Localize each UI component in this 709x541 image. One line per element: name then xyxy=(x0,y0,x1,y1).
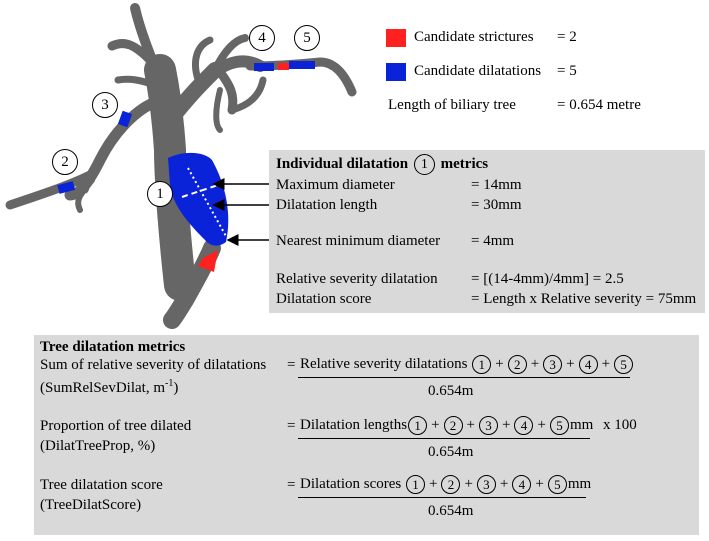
legend-dilatations-label: Candidate dilatations xyxy=(414,63,542,79)
relative-severity-value: = [(14-4mm)/4mm] = 2.5 xyxy=(471,271,624,287)
plus: + xyxy=(566,355,575,372)
tree-label-5: 5 xyxy=(294,25,320,51)
sumrelsev-equals: = xyxy=(287,357,296,373)
dilatation-score-label: Dilatation score xyxy=(276,291,372,307)
plus: + xyxy=(431,416,440,433)
sumrelsev-numerator: Relative severity dilatations 1+2+3+4+5 xyxy=(300,355,634,374)
legend-strictures-value: = 2 xyxy=(557,29,577,45)
dilattreeprop-multiplier: x 100 xyxy=(603,416,637,433)
treedilatscore-numerator-text: Dilatation scores xyxy=(300,475,402,492)
individual-title-num: 1 xyxy=(413,154,435,175)
dilattreeprop-num-5: 5 xyxy=(549,416,569,435)
sumrelsev-fraction-line xyxy=(298,377,630,379)
tree-label-4: 4 xyxy=(249,25,275,51)
sumrelsev-abbr-close: ) xyxy=(173,380,179,396)
treedilatscore-num-2: 2 xyxy=(441,475,461,494)
sumrelsev-abbr-sup: -1 xyxy=(165,378,174,389)
treedilatscore-num-4: 4 xyxy=(512,475,532,494)
dilatation-length-value: = 30mm xyxy=(471,197,522,213)
treedilatscore-num-3: 3 xyxy=(476,475,496,494)
min-diameter-label: Nearest minimum diameter xyxy=(276,233,441,249)
sumrelsev-label: Sum of relative severity of dilatations xyxy=(40,357,267,373)
individual-title-suffix: metrics xyxy=(440,155,489,172)
dilatations xyxy=(57,61,315,246)
treedilatscore-num-5: 5 xyxy=(547,475,567,494)
tree-label-3: 3 xyxy=(92,92,118,118)
min-diameter-value: = 4mm xyxy=(471,233,515,249)
sumrelsev-num-3: 3 xyxy=(543,355,563,374)
plus: + xyxy=(499,475,509,492)
sumrelsev-denominator: 0.654m xyxy=(428,383,474,399)
dilattreeprop-unit: mm xyxy=(569,416,594,433)
tree-metrics-title: Tree dilatation metrics xyxy=(40,339,186,355)
sumrelsev-num-4: 4 xyxy=(578,355,598,374)
tree-label-2: 2 xyxy=(52,149,78,175)
plus: + xyxy=(428,475,438,492)
dilattreeprop-num-2: 2 xyxy=(443,416,463,435)
plus: + xyxy=(535,475,544,492)
dilattreeprop-num-4: 4 xyxy=(514,416,534,435)
max-diameter-label: Maximum diameter xyxy=(276,177,395,193)
stricture-1 xyxy=(278,63,289,70)
individual-panel-title: Individual dilatation 1 metrics xyxy=(276,154,488,175)
treedilatscore-unit: mm xyxy=(567,475,592,492)
sumrelsev-numerator-text: Relative severity dilatations xyxy=(300,355,468,372)
legend-length-value: = 0.654 metre xyxy=(557,97,641,113)
plus: + xyxy=(601,355,611,372)
treedilatscore-fraction-line xyxy=(298,497,586,499)
legend-strictures-label: Candidate strictures xyxy=(414,29,534,45)
plus: + xyxy=(464,475,473,492)
dilattreeprop-fraction-line xyxy=(298,438,590,440)
dilatation-length-line xyxy=(187,167,228,239)
relative-severity-label: Relative severity dilatation xyxy=(276,271,438,287)
dilattreeprop-denominator: 0.654m xyxy=(428,444,474,460)
treedilatscore-num-1: 1 xyxy=(405,475,425,494)
legend-length-label: Length of biliary tree xyxy=(388,97,516,113)
treedilatscore-equals: = xyxy=(287,477,296,493)
sumrelsev-num-5: 5 xyxy=(614,355,634,374)
dilatation-5 xyxy=(289,61,315,69)
treedilatscore-label: Tree dilatation score xyxy=(40,477,163,493)
stricture-2 xyxy=(198,250,218,272)
sumrelsev-abbr-text: (SumRelSevDilat, m xyxy=(40,380,165,396)
plus: + xyxy=(502,416,511,433)
treedilatscore-abbr: (TreeDilatScore) xyxy=(40,497,142,513)
dilattreeprop-num-1: 1 xyxy=(408,416,428,435)
sumrelsev-num-1: 1 xyxy=(472,355,492,374)
dilatation-score-value: = Length x Relative severity = 75mm xyxy=(471,291,697,307)
tree-label-1: 1 xyxy=(147,181,173,207)
strictures xyxy=(198,63,289,272)
legend-dilatations-value: = 5 xyxy=(557,63,577,79)
dilattreeprop-num-3: 3 xyxy=(479,416,499,435)
dilatation-length-label: Dilatation length xyxy=(276,197,378,213)
dilatation-swatch xyxy=(386,63,406,81)
plus: + xyxy=(466,416,476,433)
dilatation-3 xyxy=(117,110,133,128)
sumrelsev-num-2: 2 xyxy=(507,355,527,374)
dilatation-2 xyxy=(57,181,76,194)
individual-dilatation-panel xyxy=(269,150,705,313)
dilattreeprop-abbr: (DilatTreeProp, %) xyxy=(40,438,156,454)
stricture-swatch xyxy=(386,29,406,47)
dilattreeprop-numerator-text: Dilatation lengths xyxy=(300,416,408,433)
max-diameter-value: = 14mm xyxy=(471,177,522,193)
plus: + xyxy=(530,355,540,372)
dilattreeprop-label: Proportion of tree dilated xyxy=(40,418,192,434)
dilattreeprop-equals: = xyxy=(287,418,296,434)
plus: + xyxy=(537,416,546,433)
dilatation-1 xyxy=(168,152,229,246)
treedilatscore-denominator: 0.654m xyxy=(428,503,474,519)
max-diameter-line xyxy=(181,184,219,198)
sumrelsev-abbr: (SumRelSevDilat, m-1) xyxy=(40,378,178,397)
dilatation-4 xyxy=(254,63,274,71)
individual-title-prefix: Individual dilatation xyxy=(276,155,409,172)
plus: + xyxy=(495,355,504,372)
